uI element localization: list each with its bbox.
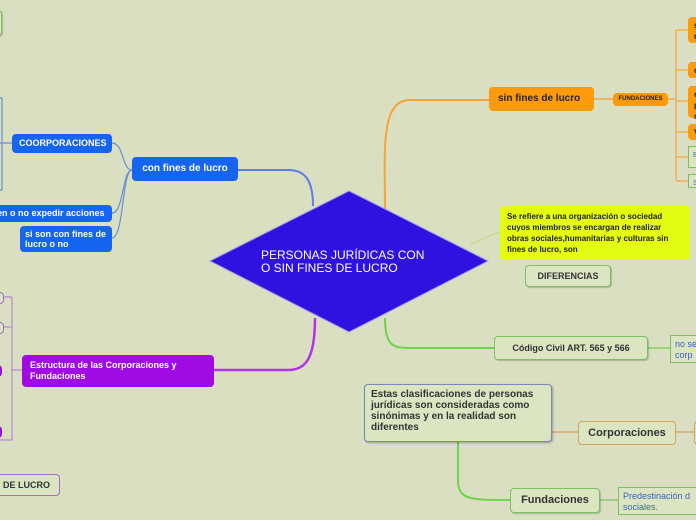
- de-lucro-node[interactable]: DE LUCRO: [0, 474, 60, 496]
- right-node-4[interactable]: V: [688, 124, 696, 140]
- clasificaciones-node[interactable]: Estas clasificaciones de personas jurídi…: [364, 384, 552, 442]
- link-central-estructura: [214, 317, 317, 372]
- fundaciones-node[interactable]: Fundaciones: [510, 488, 600, 513]
- link-estructura-left: [0, 296, 22, 441]
- link-fundaciones-right: [668, 29, 688, 182]
- right-node-2[interactable]: c: [688, 62, 696, 78]
- link-con-fines-sison: [111, 169, 133, 239]
- top-left-fragment[interactable]: [0, 10, 2, 36]
- link-central-definicion: [469, 231, 501, 246]
- sin-fines-node[interactable]: sin fines de lucro: [489, 87, 594, 111]
- purple-child-4[interactable]: [0, 426, 2, 438]
- central-node-label[interactable]: PERSONAS JURÍDICAS CON O SIN FINES DE LU…: [261, 248, 425, 275]
- purple-child-3[interactable]: [0, 365, 2, 377]
- con-fines-node[interactable]: con fines de lucro: [132, 157, 238, 181]
- predestinacion-node[interactable]: Predestinación d sociales.: [618, 487, 696, 515]
- codigo-civil-node[interactable]: Código Civil ART. 565 y 566: [494, 336, 648, 360]
- corporaciones-node[interactable]: Corporaciones: [578, 421, 676, 445]
- right-node-6[interactable]: S: [688, 174, 696, 188]
- right-node-5[interactable]: E: [688, 146, 696, 168]
- definicion-node[interactable]: Se refiere a una organización o sociedad…: [500, 206, 690, 260]
- link-con-fines-corp: [111, 142, 133, 171]
- central-node-diamond[interactable]: [209, 190, 489, 333]
- link-corp-left: [0, 97, 13, 191]
- diferencias-node[interactable]: DIFERENCIAS: [525, 265, 611, 287]
- right-node-3[interactable]: epr: [688, 86, 696, 121]
- link-clasif-fundaciones: [457, 442, 511, 501]
- si-son-node[interactable]: si son con fines de lucro o no: [20, 226, 112, 252]
- link-central-con-fines: [238, 169, 314, 207]
- estructura-node[interactable]: Estructura de las Corporaciones y Fundac…: [22, 355, 214, 387]
- link-central-codigo: [384, 317, 494, 349]
- right-node-1[interactable]: sr: [688, 17, 696, 43]
- fundaciones-tag[interactable]: FUNDACIONES: [613, 93, 668, 106]
- expedir-acciones-node[interactable]: en o no expedir acciones: [0, 205, 112, 222]
- link-central-sin-fines: [383, 99, 490, 211]
- codigo-child-node[interactable]: no se corp: [670, 335, 696, 363]
- coorporaciones-node[interactable]: COORPORACIONES: [12, 134, 112, 153]
